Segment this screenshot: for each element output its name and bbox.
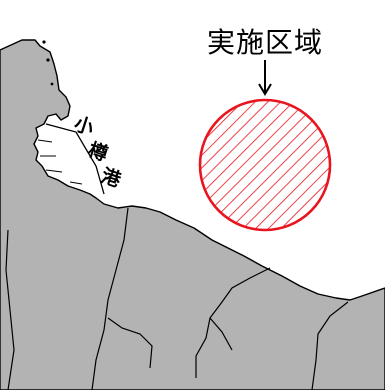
land [0,39,385,390]
target-area-circle [198,98,332,232]
river [91,207,129,390]
river [107,317,153,369]
target-area-label: 実施区域 [207,26,323,59]
river [195,267,271,378]
rock-mark [50,82,54,86]
rock-mark [42,40,46,44]
river [209,317,233,351]
river [5,229,15,390]
down-arrow-icon [258,60,272,96]
rock-mark [46,58,50,62]
breakwater [45,123,105,195]
pier [37,139,83,185]
river [311,301,349,390]
